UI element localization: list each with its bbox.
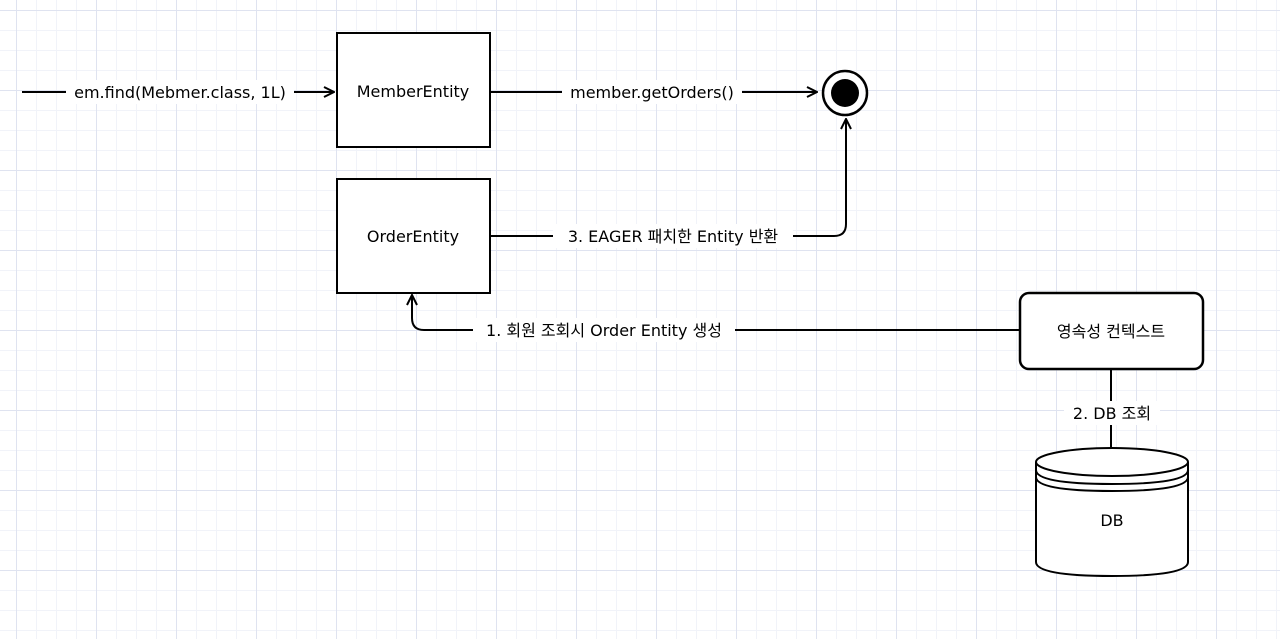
node-persistence-context-box[interactable] bbox=[1018, 291, 1205, 371]
node-order-entity-box[interactable] bbox=[336, 178, 491, 294]
edge-find-call-label-bg bbox=[66, 80, 294, 104]
edge-eager-return-line bbox=[490, 119, 846, 237]
edge-eager-return-label-bg bbox=[553, 224, 793, 248]
node-member-entity[interactable]: MemberEntity bbox=[336, 32, 491, 148]
edge-find-call-label: em.find(Mebmer.class, 1L) bbox=[74, 83, 286, 102]
edge-get-orders: member.getOrders() bbox=[490, 80, 817, 104]
end-state-inner-circle bbox=[831, 79, 859, 107]
node-persistence-context[interactable]: 영속성 컨텍스트 bbox=[1018, 291, 1205, 371]
edge-db-query: 2. DB 조회 bbox=[1064, 370, 1160, 460]
edge-db-query-label: 2. DB 조회 bbox=[1073, 404, 1151, 423]
edge-create-order-line bbox=[412, 295, 1020, 331]
edge-get-orders-label: member.getOrders() bbox=[570, 83, 734, 102]
edge-find-call: em.find(Mebmer.class, 1L) bbox=[22, 80, 334, 104]
edge-get-orders-label-bg bbox=[562, 80, 742, 104]
edge-db-query-label-bg bbox=[1064, 401, 1160, 425]
edge-eager-return: 3. EAGER 패치한 Entity 반환 bbox=[490, 119, 846, 248]
node-order-entity[interactable]: OrderEntity bbox=[336, 178, 491, 294]
db-cylinder-ring-1 bbox=[1035, 469, 1189, 486]
edge-create-order-label-bg bbox=[473, 318, 735, 342]
db-cylinder-ring-2 bbox=[1035, 476, 1189, 493]
node-end-state[interactable] bbox=[821, 69, 869, 117]
node-db-label: DB bbox=[1100, 511, 1123, 530]
node-order-entity-label: OrderEntity bbox=[367, 227, 459, 246]
node-db[interactable]: DB bbox=[1035, 447, 1189, 578]
db-cylinder-top bbox=[1035, 447, 1189, 477]
edge-create-order: 1. 회원 조회시 Order Entity 생성 bbox=[412, 295, 1020, 342]
node-member-entity-box[interactable] bbox=[336, 32, 491, 148]
edge-create-order-label: 1. 회원 조회시 Order Entity 생성 bbox=[486, 321, 722, 340]
node-member-entity-label: MemberEntity bbox=[357, 82, 470, 101]
node-persistence-context-label: 영속성 컨텍스트 bbox=[1057, 322, 1165, 341]
edge-eager-return-label: 3. EAGER 패치한 Entity 반환 bbox=[568, 227, 779, 246]
